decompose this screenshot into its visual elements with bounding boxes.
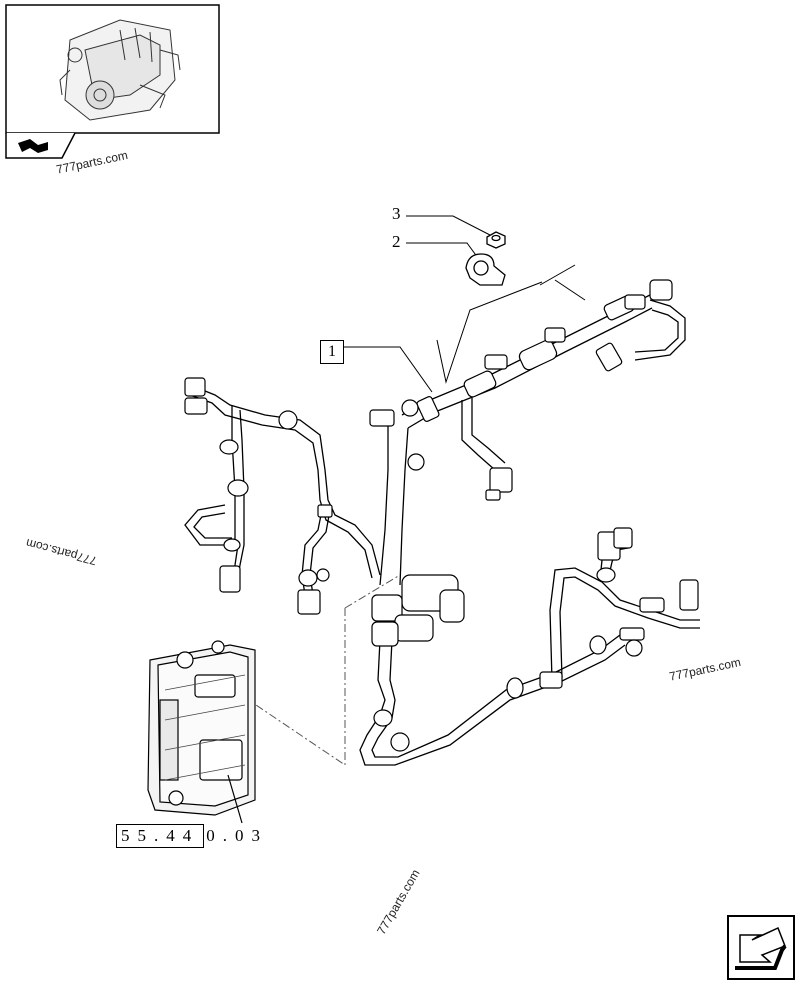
ecu-module	[147, 640, 256, 824]
reference-boxed: 55.44	[116, 824, 205, 848]
reference-suffix: 0.03	[206, 826, 268, 845]
engine-thumbnail-icon	[5, 4, 220, 134]
next-page-arrow-icon	[727, 915, 795, 980]
callout-2: 2	[392, 232, 401, 251]
callout-3: 3	[392, 204, 401, 223]
nut-part	[486, 231, 506, 249]
callout-1: 1	[320, 340, 344, 364]
clamp-part	[465, 253, 506, 286]
reference-number: 55.44 0.03	[116, 824, 268, 848]
section-flag-icon	[5, 132, 76, 159]
